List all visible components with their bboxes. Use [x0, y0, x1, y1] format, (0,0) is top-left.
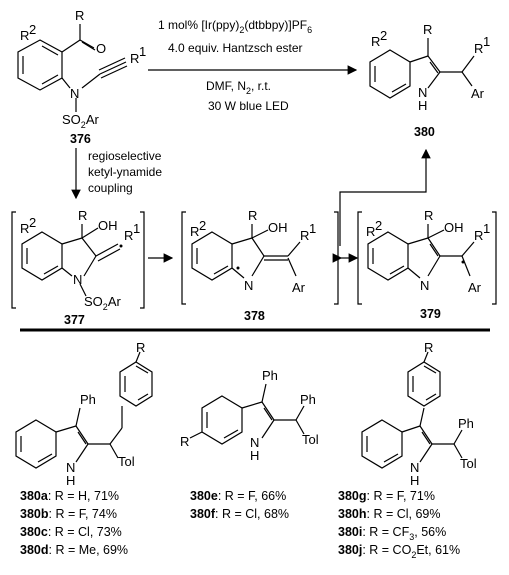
yield-380h: 380h: R = Cl, 69% [338, 507, 441, 521]
yield-380a: 380a: R = H, 71% [20, 489, 119, 503]
scope-structure-left: Ph R Tol N H [15, 340, 153, 488]
atom-NH-H: H [410, 473, 419, 488]
condition-solvent: DMF, N2, r.t. [206, 79, 271, 96]
mechanism-text-3: coupling [88, 181, 133, 195]
atom-NH-H: H [250, 448, 259, 463]
condition-reagent: 4.0 equiv. Hantzsch ester [168, 41, 303, 55]
atom-Tol: Tol [118, 454, 135, 469]
atom-Ar: Ar [468, 280, 482, 295]
atom-R2: R [371, 34, 380, 49]
atom-R: R [75, 8, 84, 23]
atom-R2-sup: 2 [375, 218, 382, 233]
compound-378-structure: R OH R 1 Ar R 2 N 378 [181, 208, 339, 323]
condition-light: 30 W blue LED [208, 99, 289, 113]
atom-R1: R [130, 51, 139, 66]
compound-label-380: 380 [414, 125, 435, 139]
atom-NH-N: N [250, 435, 259, 450]
atom-SO2Ar: SO2Ar [84, 294, 121, 312]
atom-R1: R [300, 228, 309, 243]
atom-R1-sup: 1 [483, 34, 490, 49]
atom-R2: R [190, 224, 199, 239]
atom-R2: R [366, 224, 375, 239]
atom-N: N [420, 278, 429, 293]
atom-OH: OH [268, 220, 288, 235]
compound-376-structure: R O R 1 R 2 N SO2Ar 376 [17, 8, 146, 146]
atom-R: R [136, 340, 145, 355]
atom-N: N [70, 86, 79, 101]
compound-377-structure: R OH R 1 R 2 N SO2Ar 377 [11, 208, 145, 327]
atom-Ar: Ar [292, 280, 306, 295]
atom-R1: R [474, 228, 483, 243]
compound-label-378: 378 [244, 309, 265, 323]
atom-R2: R [20, 221, 29, 236]
atom-NH-H: H [66, 473, 75, 488]
atom-SO2Ar: SO2Ar [62, 112, 99, 130]
atom-N: N [73, 272, 82, 287]
atom-Ph: Ph [458, 416, 474, 431]
compound-label-376: 376 [70, 132, 91, 146]
yield-380c: 380c: R = Cl, 73% [20, 525, 122, 539]
scope-structure-middle: Ph Ph Tol R N H [180, 368, 319, 463]
yield-list: 380a: R = H, 71% 380b: R = F, 74% 380c: … [20, 489, 460, 560]
atom-NH-N: N [418, 85, 427, 100]
atom-R2-sup: 2 [29, 22, 36, 37]
atom-R: R [424, 208, 433, 223]
atom-R: R [424, 340, 433, 355]
yield-380i: 380i: R = CF3, 56% [338, 525, 446, 542]
atom-R1: R [474, 41, 483, 56]
atom-N: N [244, 278, 253, 293]
scope-structure-right: R Ph Tol N H [361, 340, 477, 488]
atom-NH-N: N [66, 460, 75, 475]
atom-Tol: Tol [460, 456, 477, 471]
mechanism-text-2: ketyl-ynamide [88, 165, 162, 179]
atom-Tol: Tol [302, 432, 319, 447]
atom-R1-sup: 1 [309, 221, 316, 236]
atom-R2-sup: 2 [29, 215, 36, 230]
atom-R2-sup: 2 [380, 28, 387, 43]
yield-380b: 380b: R = F, 74% [20, 507, 117, 521]
compound-label-377: 377 [64, 313, 85, 327]
compound-380-structure: R R 1 Ar R 2 N H 380 [369, 22, 490, 139]
mechanism-text-1: regioselective [88, 149, 162, 163]
yield-380j: 380j: R = CO2Et, 61% [338, 543, 460, 560]
atom-R1-sup: 1 [483, 221, 490, 236]
atom-O: O [96, 41, 106, 56]
atom-R1: R [124, 228, 133, 243]
atom-OH: OH [444, 220, 464, 235]
atom-Ph: Ph [80, 392, 96, 407]
atom-R: R [248, 208, 257, 223]
yield-380g: 380g: R = F, 71% [338, 489, 435, 503]
atom-Ph-2: Ph [300, 392, 316, 407]
atom-R1-sup: 1 [139, 44, 146, 59]
compound-label-379: 379 [420, 307, 441, 321]
atom-OH: OH [98, 218, 118, 233]
step-arrow-379-380 [339, 148, 431, 246]
atom-R2-sup: 2 [199, 218, 206, 233]
atom-Ph: Ph [262, 368, 278, 383]
atom-R: R [180, 434, 189, 449]
atom-R: R [423, 22, 432, 37]
atom-Ar: Ar [471, 86, 485, 101]
compound-379-structure: R OH R 1 Ar R 2 N 379 [357, 208, 497, 321]
atom-R: R [78, 208, 87, 223]
atom-NH-N: N [410, 460, 419, 475]
atom-NH-H: H [418, 98, 427, 113]
atom-R2: R [20, 28, 29, 43]
atom-R1-sup: 1 [133, 221, 140, 236]
yield-380f: 380f: R = Cl, 68% [190, 507, 289, 521]
yield-380d: 380d: R = Me, 69% [20, 543, 128, 557]
condition-catalyst: 1 mol% [Ir(ppy)2(dtbbpy)]PF6 [158, 18, 312, 35]
yield-380e: 380e: R = F, 66% [190, 489, 286, 503]
